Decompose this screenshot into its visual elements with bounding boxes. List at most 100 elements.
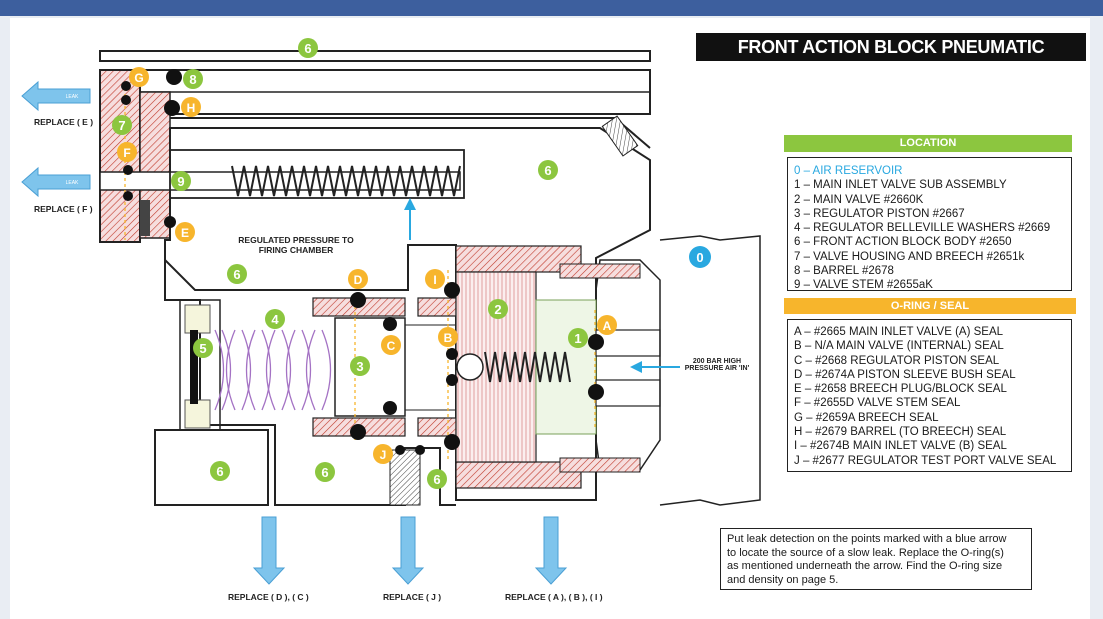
- leak-instructions-note: Put leak detection on the points marked …: [720, 528, 1032, 590]
- marker-f: F: [117, 142, 137, 162]
- svg-text:G: G: [134, 71, 143, 85]
- high-pressure-line2: PRESSURE AIR 'IN': [684, 365, 750, 372]
- marker-c: C: [381, 335, 401, 355]
- regulated-pressure-line1: REGULATED PRESSURE TO: [238, 235, 354, 245]
- seal-item: I – #2674B MAIN INLET VALVE (B) SEAL: [794, 440, 1007, 453]
- regulator-piston: [334, 317, 406, 417]
- marker-2: 2: [488, 299, 508, 319]
- location-list: 0 – AIR RESERVOIR 1 – MAIN INLET VALVE S…: [787, 157, 1072, 291]
- leak-arrow-abi: [534, 516, 568, 585]
- marker-7: 7: [112, 115, 132, 135]
- svg-text:D: D: [354, 273, 363, 287]
- regulated-pressure-label: REGULATED PRESSURE TO FIRING CHAMBER: [236, 235, 356, 255]
- svg-text:8: 8: [189, 72, 196, 87]
- note-line: as mentioned underneath the arrow. Find …: [727, 560, 1003, 572]
- stem-spring: [231, 165, 461, 197]
- marker-j: J: [373, 444, 393, 464]
- marker-d: D: [348, 269, 368, 289]
- svg-text:6: 6: [321, 465, 328, 480]
- note-line: to locate the source of a slow leak. Rep…: [727, 546, 1004, 559]
- seal-list: A – #2665 MAIN INLET VALVE (A) SEAL B – …: [787, 319, 1072, 472]
- marker-i: I: [425, 269, 445, 289]
- seal-item: H – #2679 BARREL (TO BREECH) SEAL: [794, 426, 1007, 439]
- svg-text:6: 6: [433, 472, 440, 487]
- marker-g: G: [129, 67, 149, 87]
- yellow-markers: G H F E D I C B A J: [117, 67, 617, 464]
- marker-6-top: 6: [298, 38, 318, 58]
- svg-text:H: H: [187, 101, 196, 115]
- marker-0: 0: [689, 246, 711, 268]
- svg-text:0: 0: [696, 250, 703, 265]
- note-line: and density on page 5.: [727, 573, 839, 586]
- leak-text-f: LEAK: [66, 180, 79, 186]
- svg-text:6: 6: [544, 163, 551, 178]
- seal-item: F – #2655D VALVE STEM SEAL: [794, 397, 961, 410]
- high-pressure-label: 200 BAR HIGH PRESSURE AIR 'IN': [672, 358, 762, 372]
- regulated-pressure-line2: FIRING CHAMBER: [258, 245, 334, 255]
- high-pressure-line1: 200 BAR HIGH: [692, 358, 742, 365]
- seal-item: J – #2677 REGULATOR TEST PORT VALVE SEAL: [794, 454, 1057, 467]
- leak-arrow-f: [21, 166, 91, 198]
- svg-text:F: F: [123, 146, 130, 160]
- marker-b: B: [438, 327, 458, 347]
- seal-item: G – #2659A BREECH SEAL: [794, 411, 939, 424]
- marker-1: 1: [568, 328, 588, 348]
- svg-text:2: 2: [494, 302, 501, 317]
- barrel-top-rail: [99, 50, 651, 62]
- replace-e-label: REPLACE ( E ): [34, 117, 94, 127]
- o-ring-dots: [121, 69, 604, 455]
- location-item: 7 – VALVE HOUSING AND BREECH #2651k: [794, 250, 1025, 263]
- svg-text:6: 6: [216, 464, 223, 479]
- svg-text:B: B: [444, 331, 453, 345]
- seal-item: E – #2658 BREECH PLUG/BLOCK SEAL: [794, 383, 1007, 396]
- marker-6-mid: 6: [227, 264, 247, 284]
- svg-text:E: E: [181, 226, 189, 240]
- location-item: 2 – MAIN VALVE #2660K: [794, 193, 924, 206]
- marker-8: 8: [183, 69, 203, 89]
- marker-4: 4: [265, 309, 285, 329]
- svg-text:3: 3: [356, 359, 363, 374]
- marker-6-right: 6: [538, 160, 558, 180]
- marker-6-bl: 6: [210, 461, 230, 481]
- window-top-bar: [0, 0, 1103, 16]
- svg-text:5: 5: [199, 341, 206, 356]
- green-markers: 6 7 9 6 6 6 4 5 3 2 1 6 6 8: [112, 38, 588, 489]
- replace-f-label: REPLACE ( F ): [34, 204, 93, 214]
- leak-arrow-j: [391, 516, 425, 585]
- note-line: Put leak detection on the points marked …: [727, 533, 1007, 545]
- svg-text:I: I: [433, 273, 436, 287]
- seal-item: A – #2665 MAIN INLET VALVE (A) SEAL: [794, 326, 1004, 338]
- location-item: 4 – REGULATOR BELLEVILLE WASHERS #2669: [794, 222, 1051, 235]
- svg-text:4: 4: [271, 312, 279, 327]
- seal-item: D – #2674A PISTON SLEEVE BUSH SEAL: [794, 368, 1016, 381]
- marker-h: H: [181, 97, 201, 117]
- svg-text:A: A: [603, 319, 612, 333]
- svg-text:J: J: [380, 448, 387, 462]
- svg-text:7: 7: [118, 118, 125, 133]
- svg-text:9: 9: [177, 174, 184, 189]
- svg-text:6: 6: [304, 41, 311, 56]
- replace-dc-label: REPLACE ( D ), ( C ): [228, 592, 309, 602]
- svg-text:1: 1: [574, 331, 581, 346]
- leak-text-e: LEAK: [66, 94, 79, 100]
- location-item: 9 – VALVE STEM #2655aK: [794, 279, 933, 292]
- main-valve-spring: [484, 351, 571, 383]
- svg-text:6: 6: [233, 267, 240, 282]
- marker-e: E: [175, 222, 195, 242]
- replace-j-label: REPLACE ( J ): [383, 592, 442, 602]
- svg-text:C: C: [387, 339, 396, 353]
- marker-6-bm: 6: [315, 462, 335, 482]
- marker-a: A: [597, 315, 617, 335]
- valve-stem: [99, 171, 461, 191]
- replace-abi-label: REPLACE ( A ), ( B ), ( I ): [505, 592, 603, 602]
- air-reservoir: [659, 235, 761, 506]
- marker-3: 3: [350, 356, 370, 376]
- leak-arrow-e: [21, 80, 91, 112]
- marker-5: 5: [193, 338, 213, 358]
- location-header: LOCATION: [784, 135, 1072, 152]
- marker-6-low: 6: [427, 469, 447, 489]
- location-item: 8 – BARREL #2678: [794, 265, 894, 278]
- location-item: 1 – MAIN INLET VALVE SUB ASSEMBLY: [794, 179, 1007, 192]
- leak-arrow-dc: [252, 516, 286, 585]
